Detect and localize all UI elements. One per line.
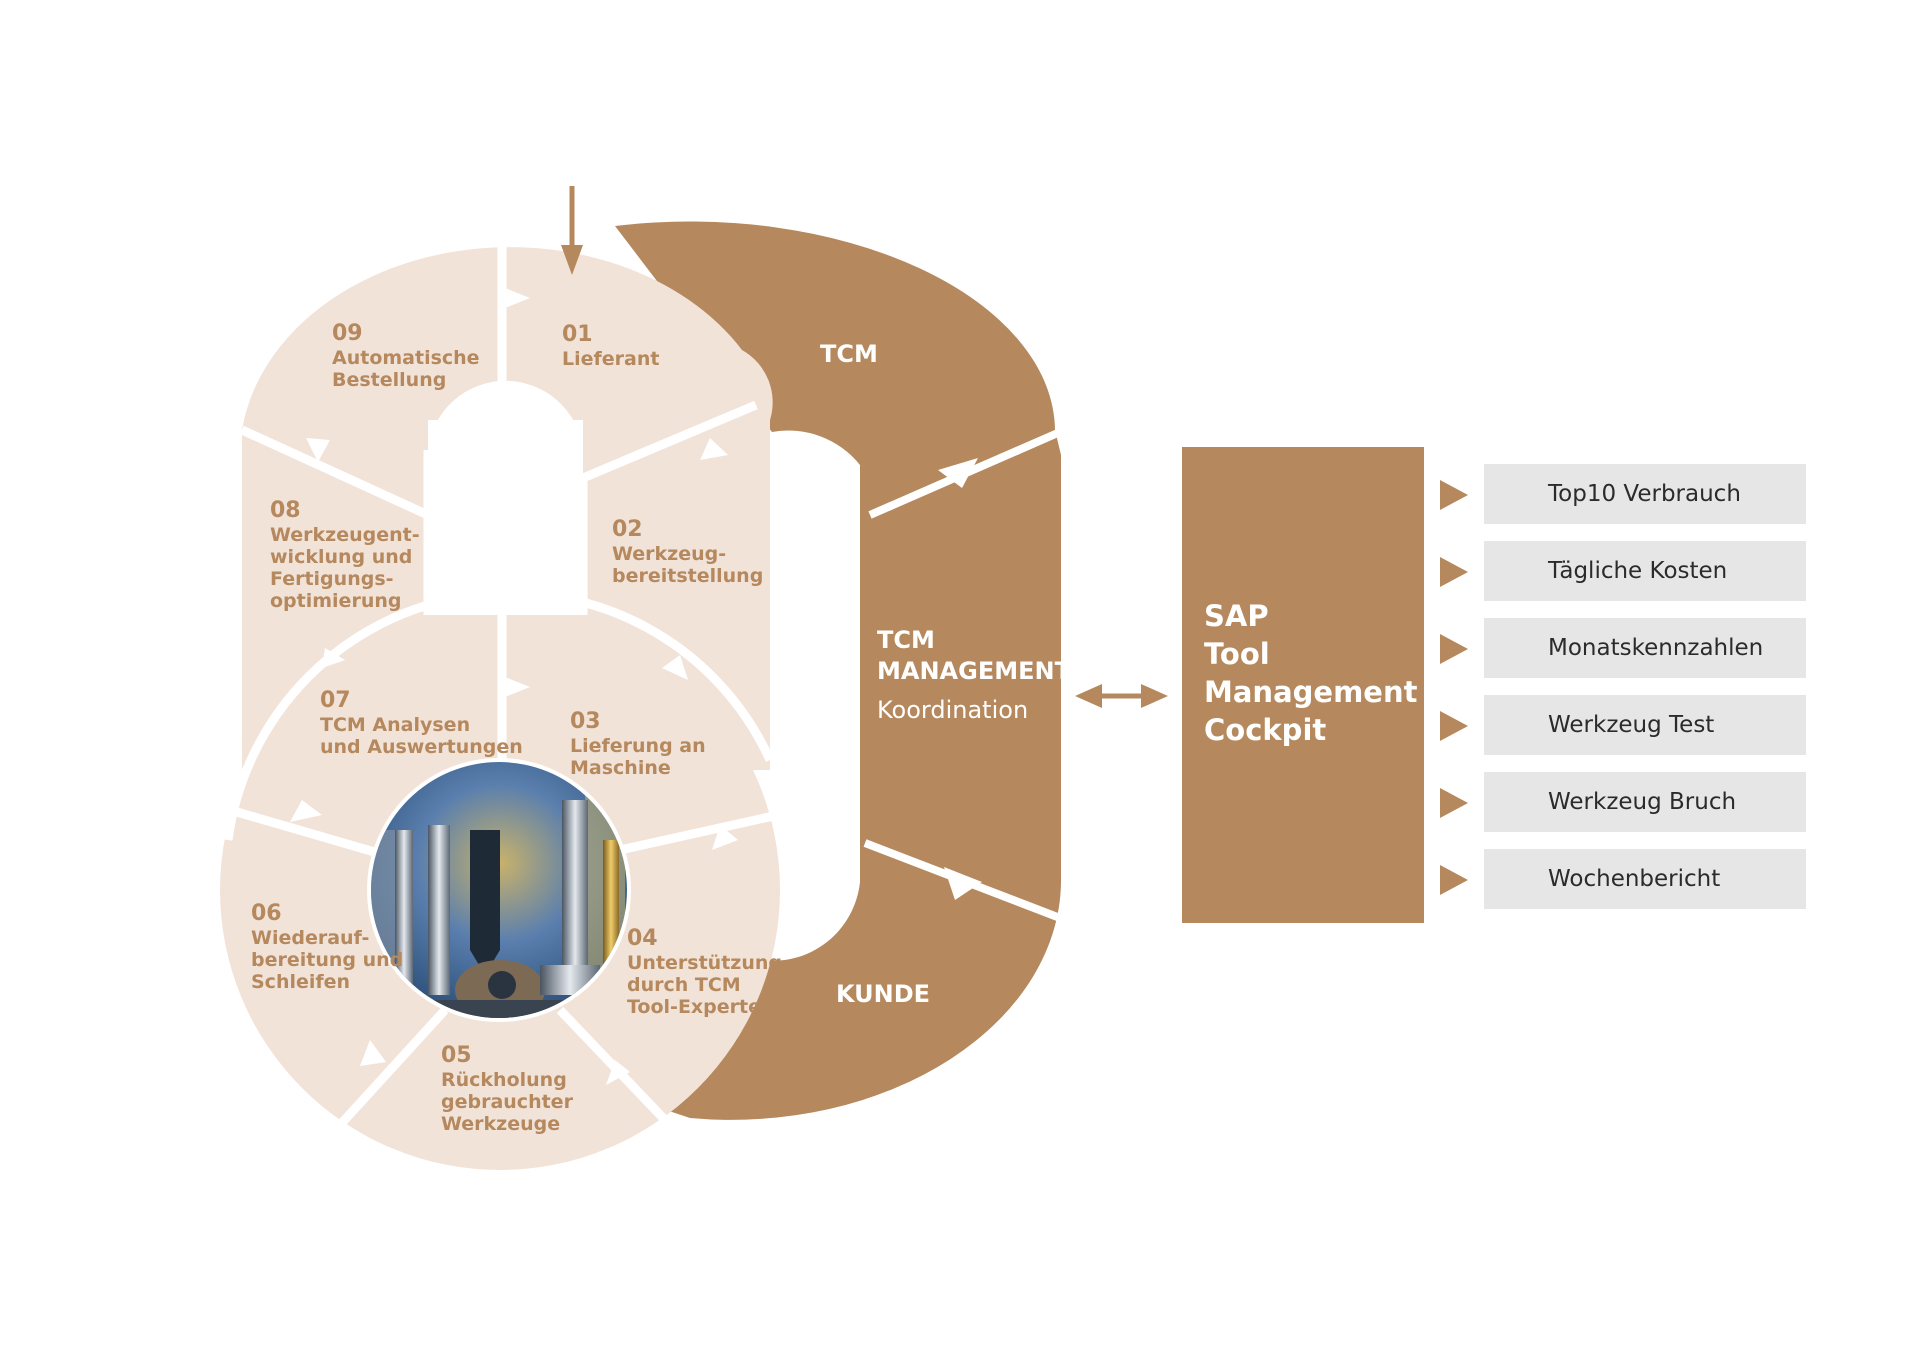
step-text-line: gebrauchter — [441, 1091, 574, 1113]
triangle-right-icon — [1440, 557, 1468, 587]
report-row: Werkzeug Bruch — [1438, 772, 1806, 832]
outer-band — [615, 221, 1062, 1120]
triangle-right-icon — [1440, 788, 1468, 818]
report-row: Top10 Verbrauch — [1438, 464, 1806, 524]
step-text-line: Werkzeuge — [441, 1113, 560, 1135]
tcm-management-line-2: MANAGEMENT — [877, 657, 1072, 685]
step-text-line: Automatische — [332, 347, 480, 369]
step-text-line: durch TCM — [627, 974, 741, 996]
sap-line-3: Management — [1204, 675, 1418, 709]
step-number: 01 — [562, 322, 593, 347]
tcm-management-line-1: TCM — [877, 626, 935, 654]
step-text-line: und Auswertungen — [320, 736, 523, 758]
sap-line-4: Cockpit — [1204, 713, 1327, 747]
step-number: 06 — [251, 901, 282, 926]
triangle-right-icon — [1440, 865, 1468, 895]
step-text-line: Wiederauf- — [251, 927, 369, 949]
step-text-line: wicklung und — [270, 546, 412, 568]
sap-cockpit-box: SAP Tool Management Cockpit — [1182, 447, 1424, 923]
report-werkzeug-test[interactable]: Werkzeug Test — [1484, 695, 1806, 755]
step-labels: 01Lieferant02Werkzeug-bereitstellung03Li… — [251, 321, 782, 1135]
inner-cycle — [220, 200, 780, 1170]
report-wochenbericht[interactable]: Wochenbericht — [1484, 849, 1806, 909]
triangle-right-icon — [1440, 480, 1468, 510]
step-number: 03 — [570, 709, 601, 734]
step-text-line: bereitstellung — [612, 565, 763, 587]
step-text-line: Fertigungs- — [270, 568, 394, 590]
step-text-line: TCM Analysen — [320, 714, 470, 736]
step-number: 08 — [270, 498, 301, 523]
report-row: Werkzeug Test — [1438, 695, 1806, 755]
entry-arrow — [561, 186, 583, 275]
report-row: Tägliche Kosten — [1438, 541, 1806, 601]
step-number: 09 — [332, 321, 363, 346]
koordination-label: Koordination — [877, 696, 1028, 724]
band-labels: TCM TCM MANAGEMENT Koordination KUNDE — [820, 340, 1072, 1008]
step-text-line: Rückholung — [441, 1069, 567, 1091]
report-taegliche-kosten[interactable]: Tägliche Kosten — [1484, 541, 1806, 601]
kunde-label: KUNDE — [836, 980, 930, 1008]
step-text-line: Unterstützung — [627, 952, 782, 974]
step-text-line: Bestellung — [332, 369, 446, 391]
report-top10-verbrauch[interactable]: Top10 Verbrauch — [1484, 464, 1806, 524]
bidirectional-arrow — [1075, 684, 1168, 708]
step-text-line: Maschine — [570, 757, 671, 779]
tcm-label: TCM — [820, 340, 878, 368]
step-text-line: Schleifen — [251, 971, 350, 993]
step-number: 05 — [441, 1043, 472, 1068]
sap-line-1: SAP — [1204, 599, 1269, 633]
step-number: 07 — [320, 688, 351, 713]
report-row: Wochenbericht — [1438, 849, 1806, 909]
triangle-right-icon — [1440, 711, 1468, 741]
sap-line-2: Tool — [1204, 637, 1270, 671]
step-text-line: Lieferant — [562, 348, 659, 370]
step-text-line: Lieferung an — [570, 735, 706, 757]
step-number: 02 — [612, 517, 643, 542]
step-text-line: Tool-Experte — [627, 996, 761, 1018]
step-text-line: optimierung — [270, 590, 401, 612]
triangle-right-icon — [1440, 634, 1468, 664]
step-text-line: Werkzeugent- — [270, 524, 420, 546]
step-number: 04 — [627, 926, 658, 951]
step-text-line: bereitung und — [251, 949, 403, 971]
report-row: Monatskennzahlen — [1438, 618, 1806, 678]
report-monatskennzahlen[interactable]: Monatskennzahlen — [1484, 618, 1806, 678]
step-text-line: Werkzeug- — [612, 543, 726, 565]
report-werkzeug-bruch[interactable]: Werkzeug Bruch — [1484, 772, 1806, 832]
